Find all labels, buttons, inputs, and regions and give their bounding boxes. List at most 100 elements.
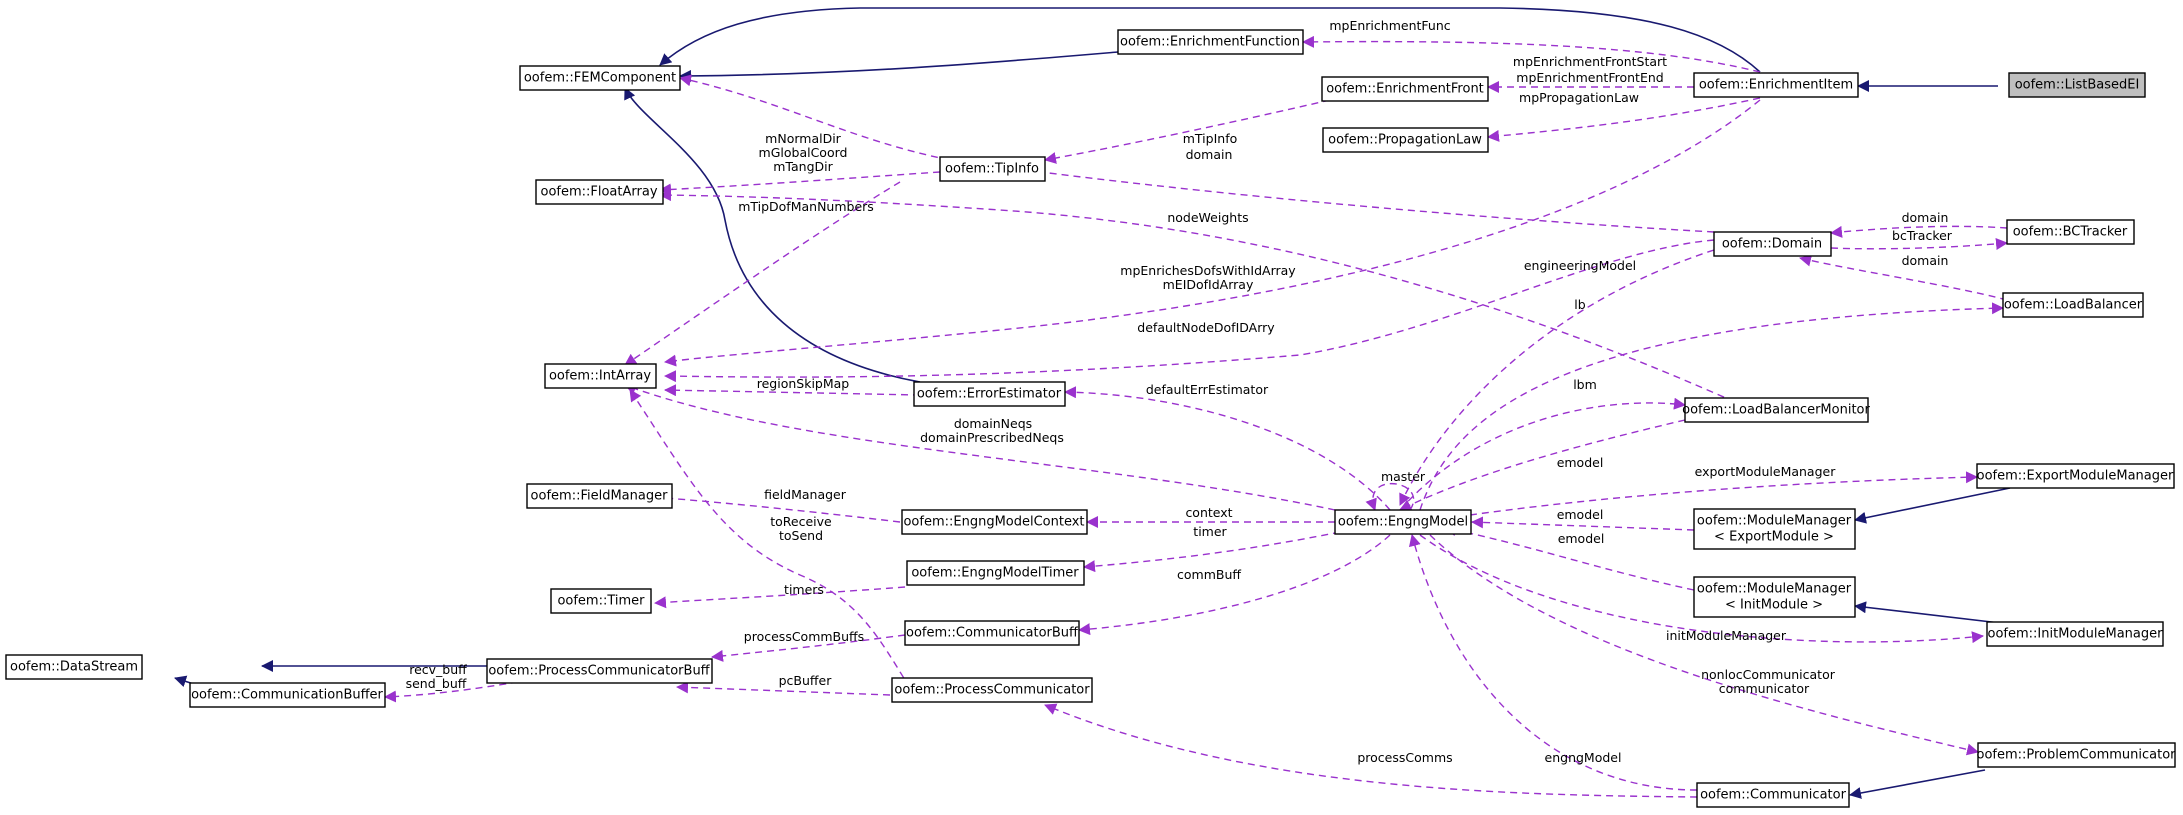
svg-text:oofem::ListBasedEI: oofem::ListBasedEI xyxy=(2015,78,2140,93)
svg-text:oofem::ErrorEstimator: oofem::ErrorEstimator xyxy=(917,387,1062,402)
node-floatarray[interactable]: oofem::FloatArray xyxy=(535,179,664,205)
node-exportmodulemanager[interactable]: oofem::ExportModuleManager xyxy=(1976,463,2175,489)
label-fieldmanager: fieldManager xyxy=(764,487,847,502)
label-mpenrichmentfrontend: mpEnrichmentFrontEnd xyxy=(1516,70,1663,85)
node-processcommunicatorbuff[interactable]: oofem::ProcessCommunicatorBuff xyxy=(486,658,713,684)
svg-text:oofem::IntArray: oofem::IntArray xyxy=(549,369,651,384)
svg-text:oofem::EnrichmentItem: oofem::EnrichmentItem xyxy=(1699,78,1853,93)
node-engngmodel[interactable]: oofem::EngngModel xyxy=(1334,509,1472,535)
edge-initmodulemanager-to-modulemanager xyxy=(1854,601,2001,624)
svg-text:oofem::ProcessCommunicatorBuff: oofem::ProcessCommunicatorBuff xyxy=(488,664,710,679)
svg-text:oofem::EnrichmentFront: oofem::EnrichmentFront xyxy=(1326,82,1484,97)
svg-text:oofem::ModuleManager: oofem::ModuleManager xyxy=(1697,514,1852,529)
node-communicationbuffer[interactable]: oofem::CommunicationBuffer xyxy=(189,682,386,708)
edge-engineeringmodel xyxy=(1399,249,1715,506)
edge-loadbalancer-domain xyxy=(1799,254,2008,301)
edge-domain-bctracker xyxy=(1830,237,2008,250)
edge-enrichmentitem-to-femcomponent xyxy=(659,7,1761,73)
label-defaultnodedofidarry: defaultNodeDofIDArry xyxy=(1137,320,1275,335)
node-modulemanager-exportmodule[interactable]: oofem::ModuleManager < ExportModule > xyxy=(1693,508,1856,550)
svg-text:oofem::CommunicationBuffer: oofem::CommunicationBuffer xyxy=(191,688,383,703)
svg-text:oofem::TipInfo: oofem::TipInfo xyxy=(945,162,1039,177)
svg-text:oofem::EngngModel: oofem::EngngModel xyxy=(1338,515,1468,530)
node-problemcommunicator[interactable]: oofem::ProblemCommunicator xyxy=(1976,742,2176,768)
label-timer: timer xyxy=(1193,524,1227,539)
label-mglobalcoord: mGlobalCoord xyxy=(759,145,848,160)
svg-text:oofem::LoadBalancerMonitor: oofem::LoadBalancerMonitor xyxy=(1682,403,1870,418)
label-lbm: lbm xyxy=(1573,377,1597,392)
label-engineeringmodel: engineeringModel xyxy=(1524,258,1636,273)
node-communicator[interactable]: oofem::Communicator xyxy=(1696,782,1850,808)
svg-text:oofem::FieldManager: oofem::FieldManager xyxy=(531,489,669,504)
edge-tipinfo-to-intarray xyxy=(624,181,901,366)
label-meidofidarray: mEIDofIdArray xyxy=(1163,277,1254,292)
edge-timers xyxy=(654,586,906,609)
node-bctracker[interactable]: oofem::BCTracker xyxy=(2006,219,2135,245)
edge-defaultnodedofidarry xyxy=(664,239,1715,383)
edge-labels: mpEnrichmentFunc mpEnrichmentFrontStart … xyxy=(406,18,1953,765)
label-emodel-export: emodel xyxy=(1557,507,1604,522)
nodes: oofem::ListBasedEI oofem::EnrichmentItem… xyxy=(5,29,2176,808)
label-engngmodel: engngModel xyxy=(1545,750,1622,765)
label-mnormaldir: mNormalDir xyxy=(765,131,842,146)
edge-domainneqs xyxy=(624,383,1336,511)
edge-engngmodel-from-communicator xyxy=(1408,534,1698,791)
svg-text:oofem::ProcessCommunicator: oofem::ProcessCommunicator xyxy=(894,683,1090,698)
edge-mpenrichesdofs xyxy=(664,99,1761,367)
label-exportmodulemanager: exportModuleManager xyxy=(1695,464,1837,479)
label-nodeweights: nodeWeights xyxy=(1167,210,1248,225)
edge-nodeweights xyxy=(659,189,1736,403)
label-recv-buff: recv_buff xyxy=(409,662,467,677)
svg-text:oofem::LoadBalancer: oofem::LoadBalancer xyxy=(2004,298,2143,313)
node-listbasedei[interactable]: oofem::ListBasedEI xyxy=(2008,72,2146,98)
svg-text:oofem::EngngModelContext: oofem::EngngModelContext xyxy=(903,515,1084,530)
label-domain-femcomponent: domain xyxy=(1186,147,1233,162)
label-defaulterrestimator: defaultErrEstimator xyxy=(1146,382,1269,397)
node-engngmodeltimer[interactable]: oofem::EngngModelTimer xyxy=(906,560,1085,586)
edge-lb xyxy=(1419,302,2004,511)
svg-text:oofem::Communicator: oofem::Communicator xyxy=(1700,788,1847,803)
node-datastream[interactable]: oofem::DataStream xyxy=(5,654,143,680)
edge-pcbuffer xyxy=(676,681,891,696)
label-bctracker: bcTracker xyxy=(1892,228,1953,243)
node-enrichmentfront[interactable]: oofem::EnrichmentFront xyxy=(1321,76,1489,102)
edge-tipinfo-to-floatarray xyxy=(659,171,941,196)
node-propagationlaw[interactable]: oofem::PropagationLaw xyxy=(1322,127,1489,153)
node-processcommunicator[interactable]: oofem::ProcessCommunicator xyxy=(891,677,1093,703)
node-loadbalancer[interactable]: oofem::LoadBalancer xyxy=(2002,292,2144,318)
edge-emodel-lbm xyxy=(1399,419,1686,511)
svg-text:oofem::FEMComponent: oofem::FEMComponent xyxy=(524,71,676,86)
edge-lbm xyxy=(1399,397,1686,511)
node-fieldmanager[interactable]: oofem::FieldManager xyxy=(526,483,673,509)
label-domain-loadbalancer: domain xyxy=(1902,253,1949,268)
label-initmodulemanager: initModuleManager xyxy=(1666,628,1787,643)
svg-text:oofem::Timer: oofem::Timer xyxy=(557,594,645,609)
node-timer[interactable]: oofem::Timer xyxy=(550,588,652,614)
svg-text:oofem::InitModuleManager: oofem::InitModuleManager xyxy=(1988,627,2164,642)
svg-text:< InitModule >: < InitModule > xyxy=(1725,598,1823,613)
edge-commbuff xyxy=(1078,534,1391,636)
label-mtipdofmannumbers: mTipDofManNumbers xyxy=(738,199,874,214)
label-mppropagationlaw: mpPropagationLaw xyxy=(1519,90,1639,105)
node-enrichmentitem[interactable]: oofem::EnrichmentItem xyxy=(1693,72,1859,98)
node-errorestimator[interactable]: oofem::ErrorEstimator xyxy=(913,381,1066,407)
label-context: context xyxy=(1185,505,1232,520)
node-femcomponent[interactable]: oofem::FEMComponent xyxy=(519,65,681,91)
label-nonloccommunicator: nonlocCommunicator xyxy=(1701,667,1836,682)
edge-regionskipmap xyxy=(664,384,921,397)
node-tipinfo[interactable]: oofem::TipInfo xyxy=(939,156,1046,182)
node-loadbalancermonitor[interactable]: oofem::LoadBalancerMonitor xyxy=(1682,397,1871,423)
node-engngmodelcontext[interactable]: oofem::EngngModelContext xyxy=(901,509,1088,535)
edge-initmodulemanager xyxy=(1419,534,1984,644)
node-enrichmentfunction[interactable]: oofem::EnrichmentFunction xyxy=(1117,29,1304,55)
node-intarray[interactable]: oofem::IntArray xyxy=(544,363,657,389)
edge-emodel-export xyxy=(1471,516,1695,531)
node-communicatorbuff[interactable]: oofem::CommunicatorBuff xyxy=(904,620,1080,646)
label-emodel-init: emodel xyxy=(1558,531,1605,546)
node-domain[interactable]: oofem::Domain xyxy=(1713,231,1832,257)
edge-exportmodulemanager-to-modulemanager xyxy=(1854,487,2011,524)
node-initmodulemanager[interactable]: oofem::InitModuleManager xyxy=(1986,621,2164,647)
edge-problemcommunicator-to-communicator xyxy=(1849,769,1986,799)
node-modulemanager-initmodule[interactable]: oofem::ModuleManager < InitModule > xyxy=(1693,576,1856,618)
